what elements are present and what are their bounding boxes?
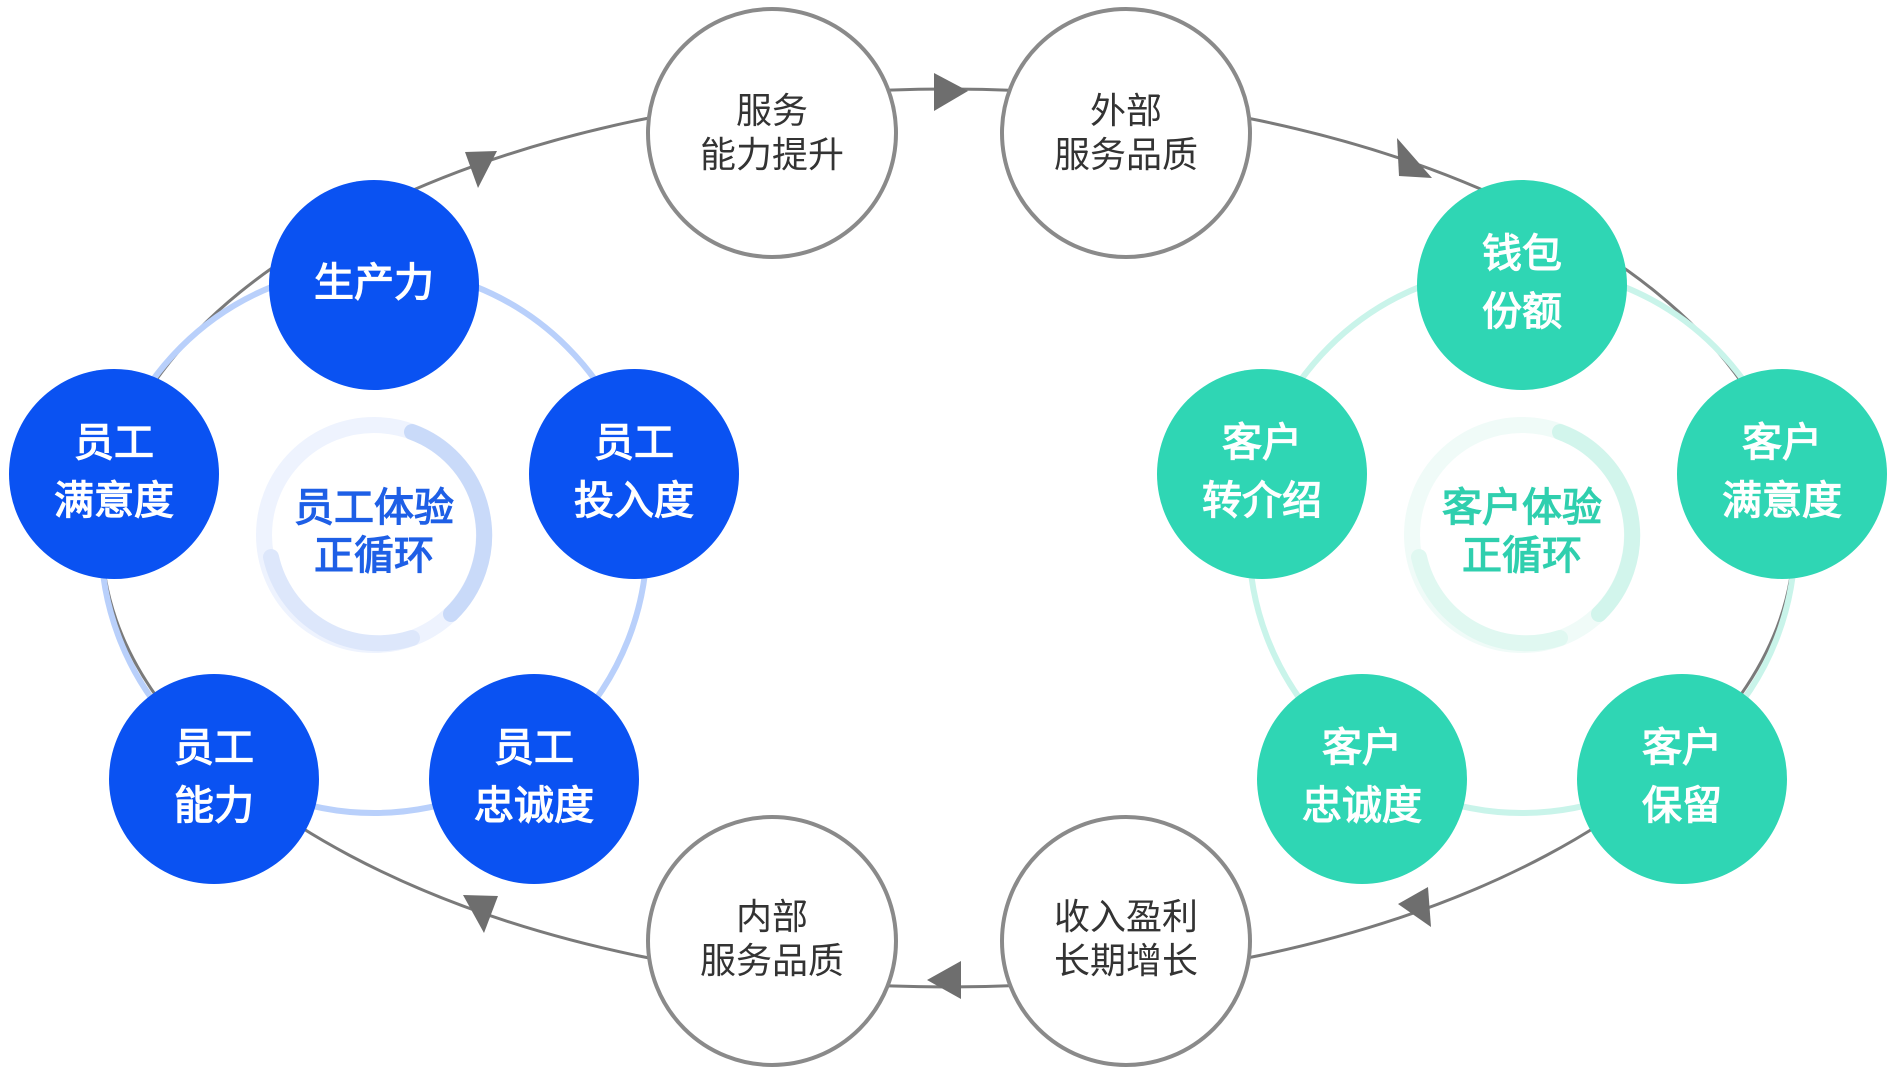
node-line2: 投入度	[574, 478, 694, 524]
node-line1: 员工	[74, 420, 154, 466]
customer-center-cycle-icon	[1404, 417, 1641, 653]
employee-center-label-line2: 正循环	[314, 533, 434, 579]
node-line2: 满意度	[1722, 478, 1842, 524]
employee-node-engagement: 员工 投入度	[529, 369, 739, 579]
node-line1: 员工	[494, 725, 574, 771]
outer-node-line2: 服务品质	[1054, 135, 1198, 176]
node-line2: 满意度	[54, 478, 174, 524]
customer-node-retention: 客户 保留	[1577, 674, 1787, 884]
arrow-top-right	[1397, 138, 1432, 178]
outer-node-line2: 长期增长	[1054, 941, 1198, 982]
arrow-bottom-left	[463, 895, 498, 933]
employee-center-label-line1: 员工体验	[294, 485, 454, 531]
employee-node-satisfaction: 员工 满意度	[9, 369, 219, 579]
outer-node-line2: 能力提升	[700, 135, 844, 176]
outer-node-line1: 服务	[736, 91, 808, 132]
node-line1: 生产力	[314, 260, 434, 306]
outer-node-line1: 内部	[736, 897, 808, 938]
employee-center-cycle-icon	[256, 417, 493, 653]
outer-node-line2: 服务品质	[700, 941, 844, 982]
node-line1: 员工	[174, 725, 254, 771]
arrow-top-center	[934, 73, 968, 111]
node-line1: 客户	[1642, 725, 1722, 771]
employee-node-capability: 员工 能力	[109, 674, 319, 884]
node-line2: 忠诚度	[474, 783, 594, 829]
outer-node-revenue-growth: 收入盈利 长期增长	[1000, 815, 1252, 1067]
node-line2: 保留	[1642, 783, 1722, 829]
arrow-top-left	[465, 151, 497, 188]
node-line2: 能力	[174, 783, 254, 829]
node-line1: 员工	[594, 420, 674, 466]
customer-node-wallet-share: 钱包 份额	[1417, 180, 1627, 390]
node-line1: 钱包	[1482, 231, 1562, 277]
customer-node-loyalty: 客户 忠诚度	[1257, 674, 1467, 884]
outer-node-external-quality: 外部 服务品质	[1000, 7, 1252, 259]
node-line2: 忠诚度	[1302, 783, 1422, 829]
outer-node-line1: 收入盈利	[1054, 897, 1198, 938]
outer-node-line1: 外部	[1090, 91, 1162, 132]
node-line1: 客户	[1322, 725, 1402, 771]
customer-center-label-line1: 客户体验	[1442, 485, 1602, 531]
employee-node-loyalty: 员工 忠诚度	[429, 674, 639, 884]
employee-node-productivity: 生产力	[269, 180, 479, 390]
node-line1: 客户	[1742, 420, 1822, 466]
customer-node-referral: 客户 转介绍	[1157, 369, 1367, 579]
arrow-bottom-center	[927, 961, 961, 999]
node-line2: 转介绍	[1202, 478, 1322, 524]
outer-node-service-capability: 服务 能力提升	[646, 7, 898, 259]
customer-node-satisfaction: 客户 满意度	[1677, 369, 1887, 579]
arrow-bottom-right	[1398, 887, 1431, 927]
outer-loop-arrows	[463, 73, 1432, 999]
customer-center-label-line2: 正循环	[1462, 533, 1582, 579]
node-line2: 份额	[1482, 289, 1562, 335]
node-line1: 客户	[1222, 420, 1302, 466]
outer-node-internal-quality: 内部 服务品质	[646, 815, 898, 1067]
